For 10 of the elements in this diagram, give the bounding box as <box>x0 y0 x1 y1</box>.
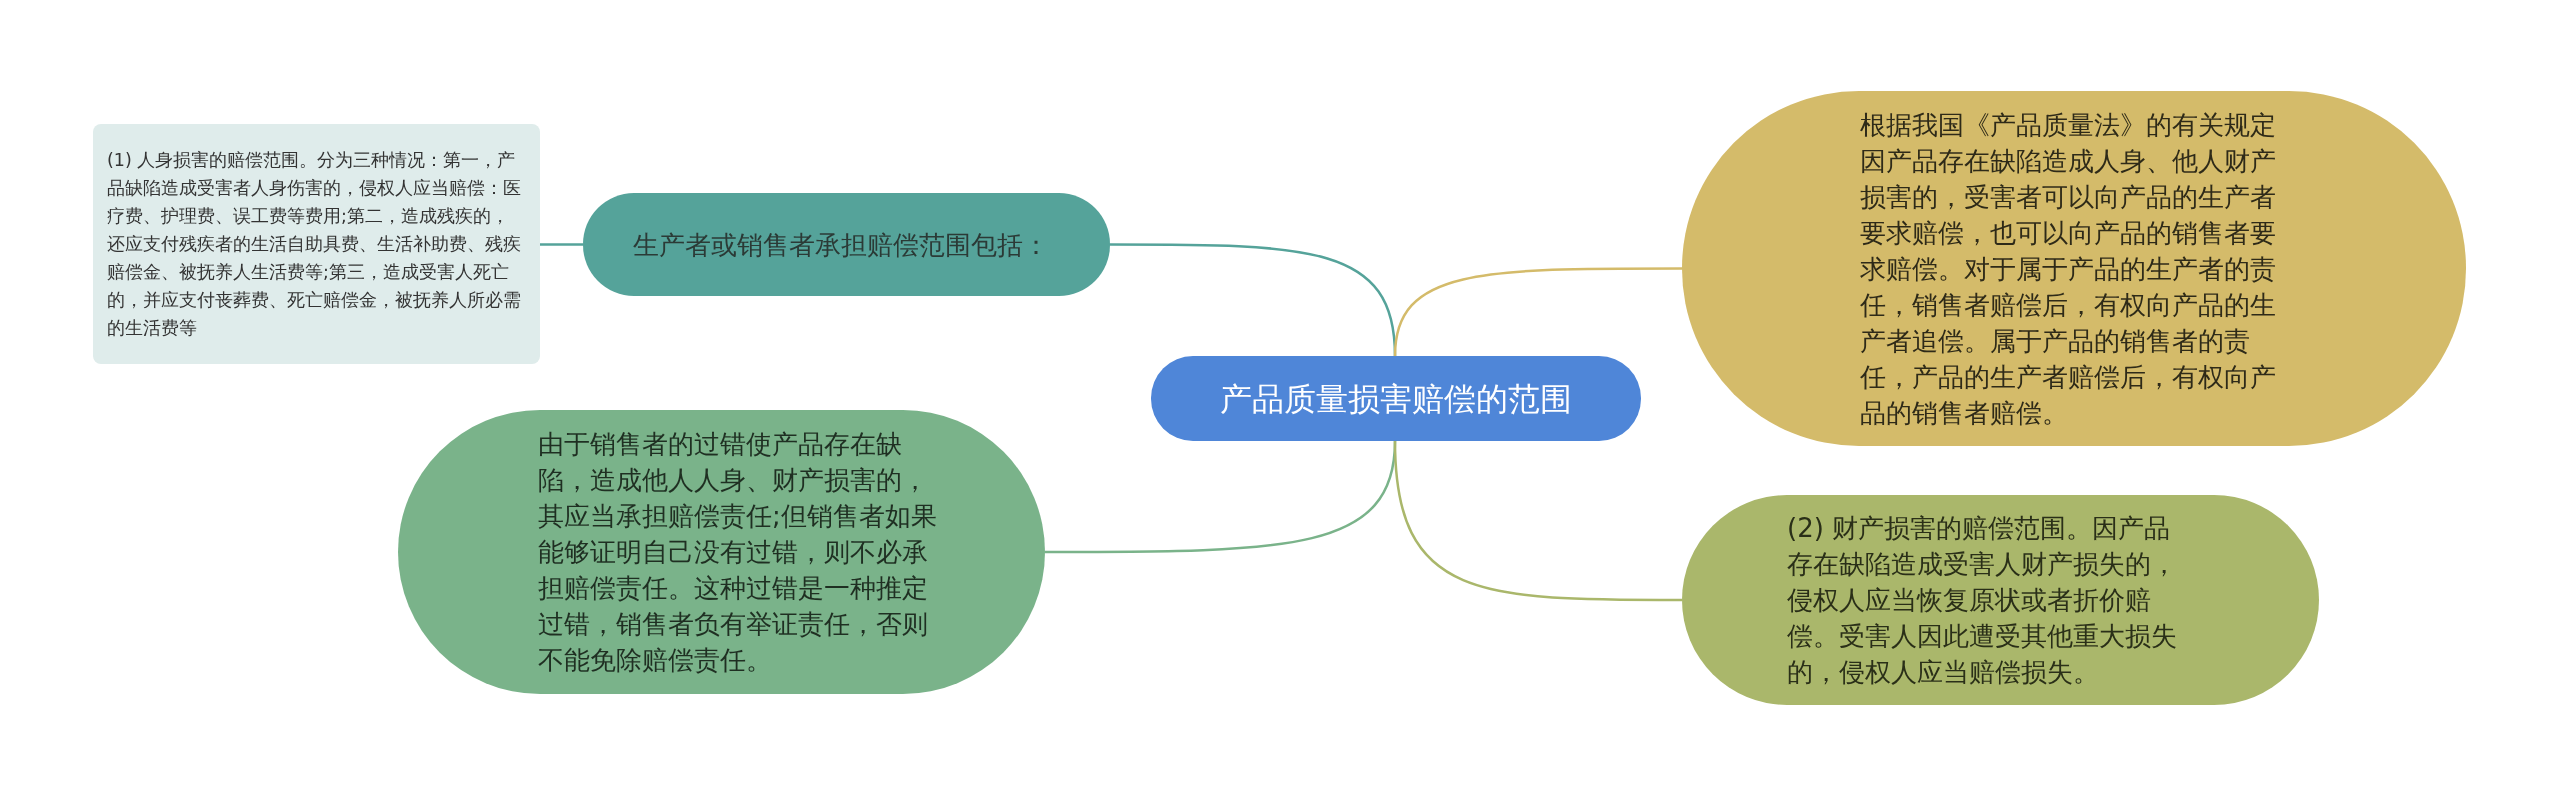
connector <box>540 243 583 246</box>
connector <box>1393 440 1682 602</box>
node-text: 由于销售者的过错使产品存在缺陷，造成他人人身、财产损害的，其应当承担赔偿责任;但销售者如果能够证明自己没有过错，则不必承担赔偿责任。这种过错是一种推定过错，销售者负有举证责任，否则不能免除赔偿责任。 <box>538 428 938 677</box>
connector <box>1393 267 1682 357</box>
note-card <box>93 124 540 364</box>
node-text: 生产者或销售者承担赔偿范围包括： <box>633 228 1050 262</box>
node-text: 产品质量损害赔偿的范围 <box>1220 378 1572 419</box>
node-text: (1) 人身损害的赔偿范围。分为三种情况：第一，产品缺陷造成受害者人身伤害的，侵权人应当赔偿：医疗费、护理费、误工费等费用;第二，造成残疾的，还应支付残疾者的生活自助具费、生活补助费、残疾赔偿金、被抚养人生活费等;第三，造成受害人死亡的，并应支付丧葬费、死亡赔偿金，被抚养人所必需的生活费等 <box>107 149 522 340</box>
node-text: 根据我国《产品质量法》的有关规定因产品存在缺陷造成人身、他人财产损害的，受害者可以向产品的生产者要求赔偿，也可以向产品的销售者要求赔偿。对于属于产品的生产者的责任，销售者赔偿后，有权向产品的生产者追偿。属于产品的销售者的责任，产品的生产者赔偿后，有权向产品的销售者赔偿。 <box>1860 108 2277 430</box>
node-text: (2) 财产损害的赔偿范围。因产品存在缺陷造成受害人财产损失的，侵权人应当恢复原状或者折价赔偿。受害人因此遭受其他重大损失的，侵权人应当赔偿损失。 <box>1787 512 2177 689</box>
